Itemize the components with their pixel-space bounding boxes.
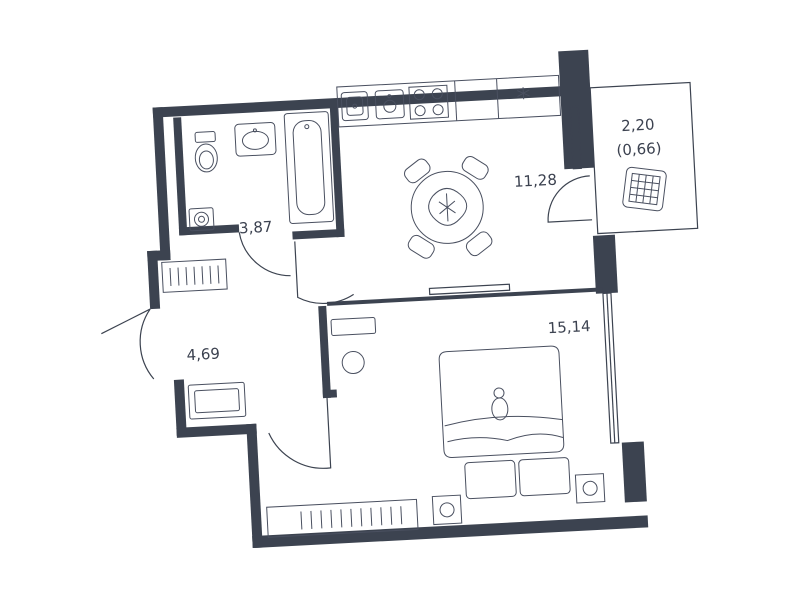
balcony-area-reduced: (0,66) (616, 139, 662, 159)
balcony-area: 2,20 (621, 115, 655, 135)
wardrobe-icon (161, 258, 228, 293)
desk-icon (330, 316, 377, 375)
fridge-icon (517, 87, 530, 100)
bedroom-furniture (266, 316, 606, 538)
plan-body: 3,87 11,28 4,69 15,14 2,20 (0,66) (101, 49, 699, 549)
walls (147, 49, 649, 549)
stove-icon (408, 84, 450, 120)
wardrobe-icon (266, 498, 419, 538)
bathroom-fixtures (188, 111, 335, 232)
nightstand-icon (574, 473, 606, 504)
dishwasher-icon (374, 89, 405, 120)
bedroom-area: 15,14 (547, 317, 591, 337)
laundry-basket-icon (622, 166, 667, 212)
teddy-bear-icon (491, 387, 509, 421)
toilet-icon (194, 131, 218, 173)
bench-icon (187, 381, 247, 420)
bathtub-icon (283, 111, 335, 225)
kitchen-fixtures (336, 74, 562, 128)
dining-table-icon (404, 155, 493, 259)
sink-icon (234, 122, 277, 157)
balcony (547, 81, 699, 235)
bed-icon (438, 345, 571, 500)
hallway-furniture (161, 258, 247, 420)
kitchen-area: 11,28 (514, 171, 558, 191)
chair-icon (404, 155, 493, 259)
nightstand-icon (431, 494, 463, 526)
washing-machine-icon (188, 207, 215, 232)
bathroom-area: 3,87 (239, 218, 273, 238)
kitchen-sink-icon (340, 91, 369, 122)
hallway-area: 4,69 (186, 345, 220, 365)
doors (101, 232, 354, 469)
windows (428, 105, 620, 444)
